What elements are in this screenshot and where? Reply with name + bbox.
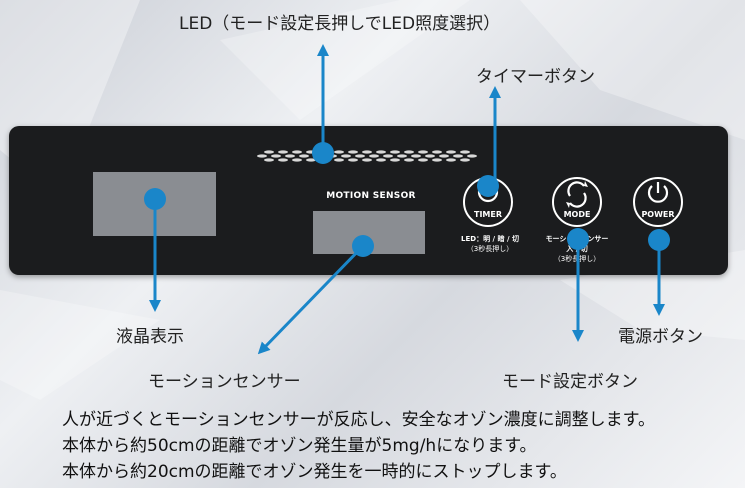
motion-sensor-caption: MOTION SENSOR — [326, 191, 416, 201]
power-button-label-text: POWER — [641, 210, 675, 219]
power-button[interactable] — [633, 177, 683, 227]
motion-sensor-label: モーションセンサー — [148, 372, 301, 392]
mode-button[interactable] — [552, 177, 602, 227]
sensor-arrow — [257, 244, 365, 355]
note-line-3: 本体から約20cmの距離でオゾン発生を一時的にストップします。 — [62, 462, 567, 482]
lcd-label: 液晶表示 — [116, 327, 184, 347]
timer-sub-label-2: （3秒長押し） — [466, 245, 514, 253]
mode-button-name-label: モード設定ボタン — [502, 372, 638, 392]
timer-sub-label-1: LED：明 / 暗 / 切 — [461, 235, 519, 243]
timer-button-label: タイマーボタン — [476, 67, 595, 87]
led-label: LED（モード設定長押しでLED照度選択） — [179, 14, 501, 34]
note-line-2: 本体から約50cmの距離でオゾン発生量が5mg/hになります。 — [62, 436, 537, 456]
mode-button-label-text: MODE — [563, 210, 591, 219]
timer-button-label-text: TIMER — [473, 210, 503, 219]
power-button-name-label: 電源ボタン — [618, 327, 703, 347]
note-line-1: 人が近づくとモーションセンサーが反応し、安全なオゾン濃度に調整します。 — [62, 410, 655, 430]
